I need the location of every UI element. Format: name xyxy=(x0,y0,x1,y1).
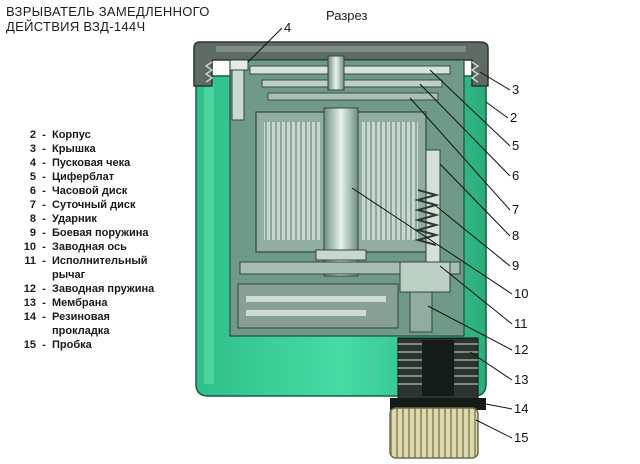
launch-pin-head xyxy=(229,59,249,71)
legend-label: Боевая поружина xyxy=(52,227,149,239)
legend-item: 14-Резиновая прокладка xyxy=(22,310,167,338)
winding-spring xyxy=(409,291,433,333)
top-spindle xyxy=(327,55,345,91)
daily-disc xyxy=(267,92,439,101)
legend-label: Часовой диск xyxy=(52,185,128,197)
legend-label: Крышка xyxy=(52,143,96,155)
callout-number: 11 xyxy=(514,316,528,331)
callout-number: 12 xyxy=(514,342,528,357)
callout-number: 3 xyxy=(512,82,519,97)
legend-item: 7-Суточный диск xyxy=(22,198,167,212)
callout-number: 7 xyxy=(512,202,519,217)
legend-label: Суточный диск xyxy=(52,199,136,211)
clock-disc xyxy=(261,79,443,88)
leader-lines xyxy=(247,27,513,439)
gear-train xyxy=(237,283,399,329)
callout-number: 4 xyxy=(284,20,291,35)
callout-number: 13 xyxy=(514,372,528,387)
legend-label: Резиновая прокладка xyxy=(52,311,110,337)
leader-line xyxy=(351,187,513,295)
legend-item: 11-Исполнительный рычаг xyxy=(22,254,167,282)
legend-item: 9-Боевая поружина xyxy=(22,226,167,240)
plug xyxy=(389,407,479,459)
callout-number: 8 xyxy=(512,228,519,243)
winding-axle xyxy=(323,107,359,277)
gear-plate xyxy=(246,296,386,302)
callout-number: 10 xyxy=(514,286,528,301)
leader-line xyxy=(439,163,511,237)
legend-label: Заводная ось xyxy=(52,241,127,253)
legend-item: 15-Пробка xyxy=(22,338,167,352)
actuating-lever xyxy=(399,261,451,293)
title-line-1: ВЗРЫВАТЕЛЬ ЗАМЕДЛЕННОГО xyxy=(6,4,210,19)
legend-item: 4-Пусковая чека xyxy=(22,156,167,170)
leader-line xyxy=(429,69,511,147)
legend-item: 8-Ударник xyxy=(22,212,167,226)
section-subtitle: Разрез xyxy=(326,8,368,23)
leader-line xyxy=(419,83,511,177)
dial-plate xyxy=(249,65,451,75)
housing-highlight xyxy=(204,84,214,384)
callout-number: 5 xyxy=(512,138,519,153)
legend-label: Корпус xyxy=(52,129,91,141)
callout-number: 14 xyxy=(514,401,528,416)
axle-collar xyxy=(315,249,367,261)
cap-thread-right xyxy=(470,61,480,83)
callout-number: 9 xyxy=(512,258,519,273)
leader-line xyxy=(439,265,513,325)
leader-line xyxy=(247,27,283,63)
legend-label: Циферблат xyxy=(52,171,115,183)
clockwork-fins-left xyxy=(264,122,320,240)
title-line-2: ДЕЙСТВИЯ ВЗД-144Ч xyxy=(6,19,146,34)
leader-line xyxy=(435,205,511,267)
mainspring xyxy=(414,189,440,246)
leader-line xyxy=(409,97,511,211)
legend-item: 3-Крышка xyxy=(22,142,167,156)
legend-label: Пробка xyxy=(52,339,92,351)
cap-top-strip xyxy=(216,46,466,52)
leader-line xyxy=(469,351,513,381)
legend-item: 10-Заводная ось xyxy=(22,240,167,254)
legend-label: Пусковая чека xyxy=(52,157,131,169)
legend-item: 5-Циферблат xyxy=(22,170,167,184)
leader-line xyxy=(427,305,513,351)
leader-line xyxy=(475,419,513,439)
callout-number: 2 xyxy=(510,110,517,125)
membrane-core xyxy=(422,340,454,396)
leader-line xyxy=(485,101,509,119)
leader-line xyxy=(485,403,513,410)
legend-label: Заводная пружина xyxy=(52,283,155,295)
parts-legend: 2-Корпус 3-Крышка 4-Пусковая чека 5-Цифе… xyxy=(22,128,167,352)
legend-item: 2-Корпус xyxy=(22,128,167,142)
rubber-gasket xyxy=(390,398,486,410)
striker xyxy=(425,149,441,271)
cap-thread-left xyxy=(204,61,214,83)
legend-item: 6-Часовой диск xyxy=(22,184,167,198)
legend-label: Исполнительный рычаг xyxy=(52,255,148,281)
clockwork-fins-right xyxy=(362,122,418,240)
callout-numbers: 4 3 2 5 6 7 8 9 10 11 12 13 14 15 xyxy=(284,20,528,445)
leader-line xyxy=(479,71,511,91)
legend-item: 13-Мембрана xyxy=(22,296,167,310)
diagram-title: ВЗРЫВАТЕЛЬ ЗАМЕДЛЕННОГО ДЕЙСТВИЯ ВЗД-144… xyxy=(6,4,210,34)
callout-number: 6 xyxy=(512,168,519,183)
legend-label: Ударник xyxy=(52,213,97,225)
gear-plate xyxy=(246,310,366,316)
callout-number: 15 xyxy=(514,430,528,445)
legend-label: Мембрана xyxy=(52,297,108,309)
legend-item: 12-Заводная пружина xyxy=(22,282,167,296)
